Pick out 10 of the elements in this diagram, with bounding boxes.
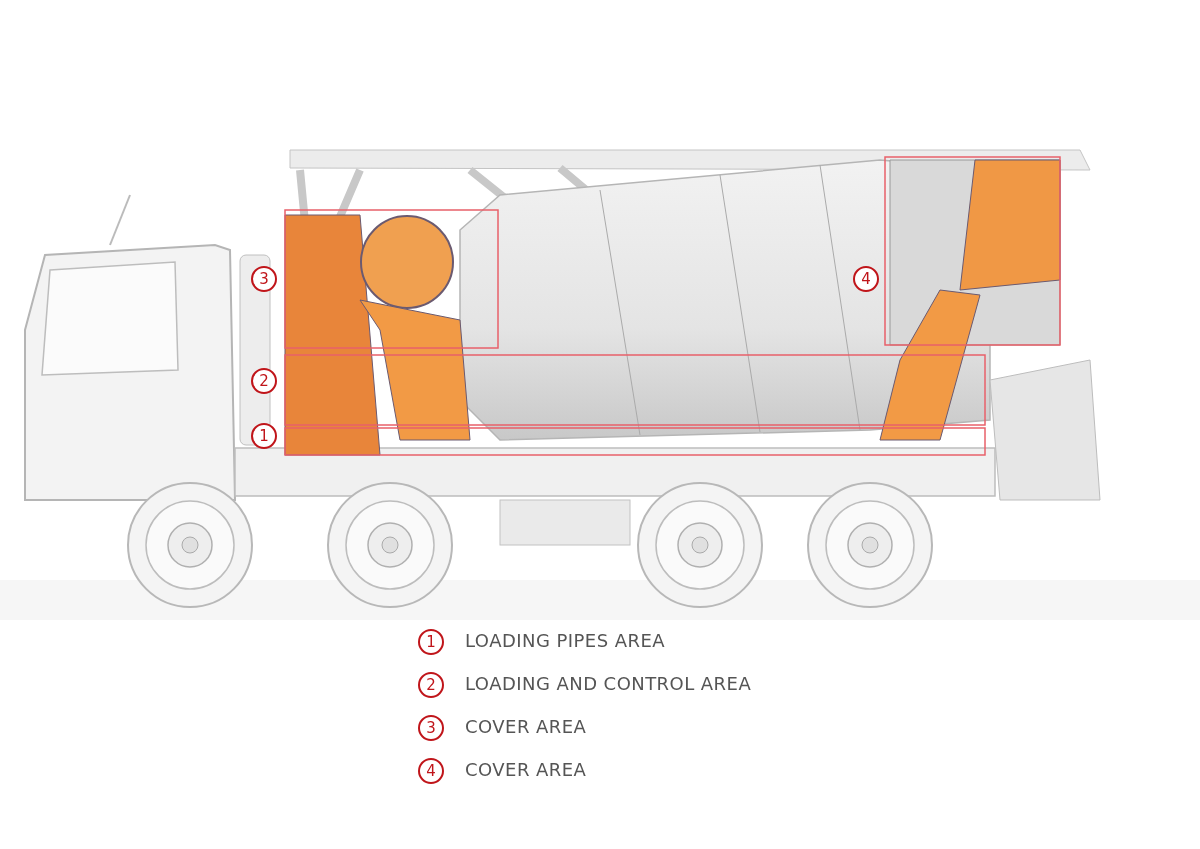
callout-number: 1 (418, 629, 444, 655)
legend-text: LOADING AND CONTROL AREA (465, 675, 752, 693)
callout-number: 3 (418, 715, 444, 741)
legend-text: COVER AREA (465, 761, 587, 779)
callout-number: 4 (418, 758, 444, 784)
legend-text: COVER AREA (465, 718, 587, 736)
callout-number: 3 (251, 266, 277, 292)
legend-text: LOADING PIPES AREA (465, 632, 665, 650)
callout-number: 2 (251, 368, 277, 394)
callout-number: 2 (418, 672, 444, 698)
